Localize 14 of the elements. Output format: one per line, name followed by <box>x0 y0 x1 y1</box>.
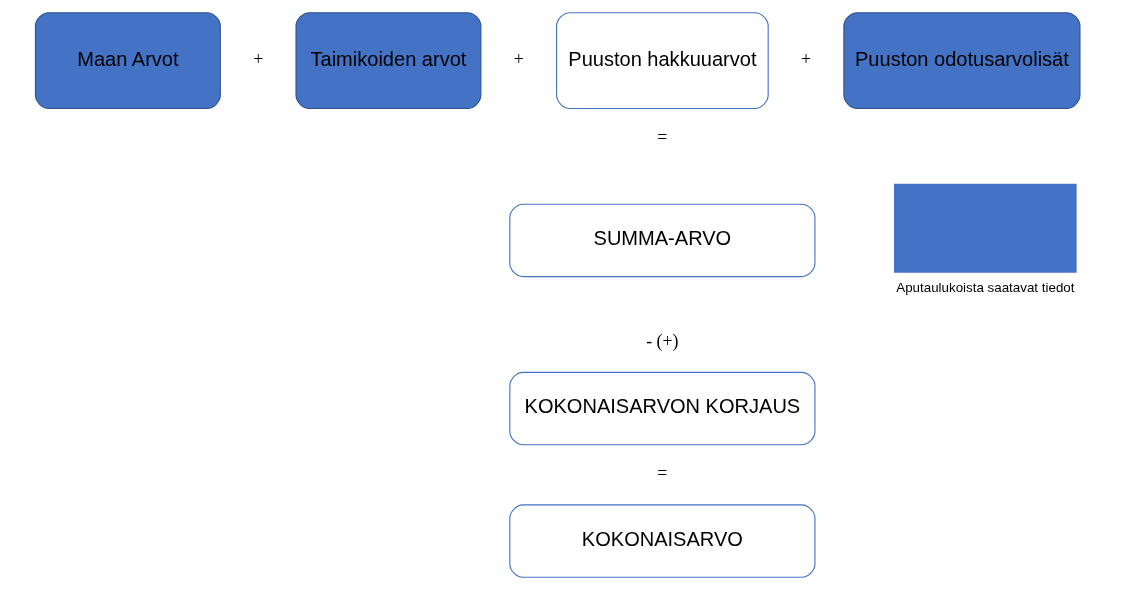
label: - (+) <box>645 330 679 351</box>
node-box: Puuston odotusarvolisät <box>842 12 1080 110</box>
node-box: KOKONAISARVO <box>508 504 815 578</box>
label: = <box>656 126 667 147</box>
node-box: Maan Arvot <box>34 12 221 110</box>
label: = <box>656 463 667 484</box>
label: + <box>252 48 263 69</box>
label: + <box>513 48 524 69</box>
node-box: Puuston hakkuuarvot <box>555 12 769 110</box>
label: + <box>800 48 811 69</box>
node-box: SUMMA-ARVO <box>508 203 815 278</box>
node-box: Taimikoiden arvot <box>294 12 481 110</box>
node-box: KOKONAISARVON KORJAUS <box>508 371 815 446</box>
legend-label: Aputaulukoista saatavat tiedot <box>895 280 1074 296</box>
